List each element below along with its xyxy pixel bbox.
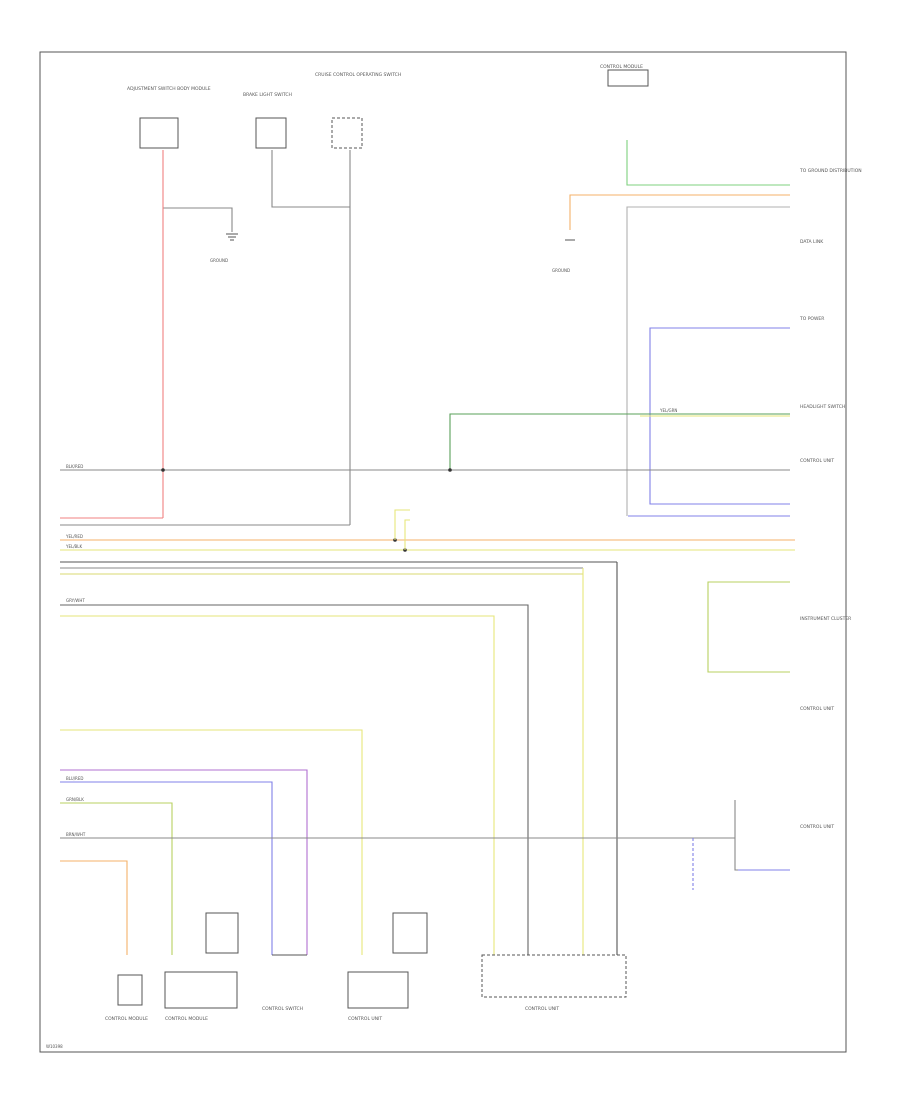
- wire-label: YEL/RED: [65, 534, 83, 539]
- wire-label: GRN/BLK: [66, 797, 84, 802]
- wire-yellow-left3: [60, 729, 363, 955]
- wire-label: YEL/GRN: [659, 408, 677, 413]
- ground-splice-right: GROUND: [552, 239, 575, 273]
- component-adjustment-switch: ADJUSTMENT SWITCH BODY MODULE: [127, 86, 211, 149]
- wire-green-top: [626, 140, 790, 186]
- wire-label: BRN/WHT: [66, 832, 86, 837]
- component-bottom-4: CONTROL UNIT: [347, 912, 428, 1022]
- right-label: TO GROUND DISTRIBUTION: [799, 168, 862, 174]
- wire-yellow-left2: [60, 615, 495, 955]
- right-label: CONTROL UNIT: [800, 458, 834, 464]
- wire-violet-left: [60, 769, 308, 955]
- splice-label: GROUND: [552, 268, 570, 273]
- diagram-frame: [39, 51, 847, 1053]
- right-label: CONTROL UNIT: [800, 824, 834, 830]
- right-label: CONTROL UNIT: [800, 706, 834, 712]
- wire-label: BLK/RED: [66, 464, 83, 469]
- component-bottom-2: CONTROL MODULE: [164, 912, 239, 1022]
- wire-label: BLU/RED: [66, 776, 83, 781]
- right-label: INSTRUMENT CLUSTER: [800, 616, 851, 622]
- splice-label: GROUND: [210, 258, 228, 263]
- wire-label: YEL/BLK: [65, 544, 83, 549]
- component-bottom-5: CONTROL UNIT: [481, 954, 627, 1012]
- component-label: BRAKE LIGHT SWITCH: [243, 92, 292, 98]
- component-label: CONTROL MODULE: [165, 1016, 208, 1022]
- page-id: W10398: [46, 1044, 63, 1049]
- wire-label: GRY/WHT: [66, 598, 85, 603]
- component-brake-light-switch: BRAKE LIGHT SWITCH: [243, 92, 292, 149]
- component-label: CONTROL MODULE: [105, 1016, 148, 1022]
- component-label: ADJUSTMENT SWITCH BODY MODULE: [127, 86, 211, 92]
- wire-lightgray-top: [626, 206, 790, 516]
- wire-gray-right-box: [734, 800, 790, 871]
- right-label: HEADLIGHT SWITCH: [800, 404, 845, 410]
- wire-darkgray-left2: [60, 604, 529, 955]
- component-label: CRUISE CONTROL OPERATING SWITCH: [315, 72, 401, 78]
- right-label: TO POWER: [799, 316, 824, 322]
- splice-dot: [448, 468, 452, 472]
- component-bottom-1: CONTROL MODULE: [105, 974, 148, 1022]
- splice-dot: [161, 468, 165, 472]
- component-control-module-top: CONTROL MODULE: [600, 64, 649, 87]
- wire-yellow-splice: [394, 509, 410, 540]
- wire-gray-brake: [271, 150, 350, 208]
- wire-yellowgreen-right: [707, 581, 790, 673]
- component-label: CONTROL MODULE: [600, 64, 643, 70]
- component-label: CONTROL UNIT: [525, 1006, 559, 1012]
- wire-orange-top: [569, 194, 790, 230]
- component-label: CONTROL SWITCH: [262, 1006, 303, 1012]
- component-bottom-3: CONTROL SWITCH: [262, 954, 307, 1012]
- wire-orange-left: [60, 860, 128, 955]
- ground-splice-top: GROUND: [163, 207, 238, 263]
- wire-green-mid: [449, 413, 790, 470]
- wire-yellow-splice2: [404, 519, 410, 550]
- right-label: DATA LINK: [800, 239, 824, 245]
- component-cruise-control-switch: CRUISE CONTROL OPERATING SWITCH: [315, 72, 401, 149]
- component-label: CONTROL UNIT: [348, 1016, 382, 1022]
- wire-blue-left: [60, 781, 273, 955]
- wire-yellowgreen-left: [60, 802, 173, 955]
